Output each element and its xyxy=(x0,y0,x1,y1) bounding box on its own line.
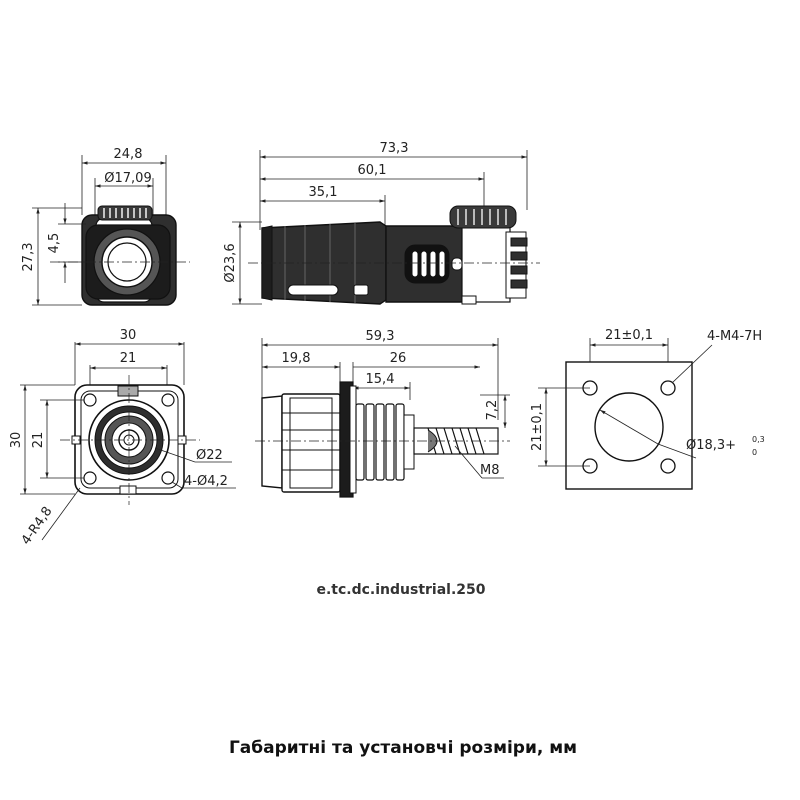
front-view-top: 24,8 Ø17,09 27,3 4,5 xyxy=(21,147,190,306)
dim-boss-diameter: Ø22 xyxy=(196,448,223,463)
dim-thread-m8: M8 xyxy=(480,463,500,478)
dim-tapped-holes: 4-M4-7H xyxy=(707,329,762,344)
dim-19-8: 19,8 xyxy=(282,351,311,366)
dim-hole-spacing-vert-21: 21 xyxy=(31,432,46,449)
dim-corner-radius: 4-R4,8 xyxy=(19,504,56,548)
dim-offset-4-5: 4,5 xyxy=(47,233,62,254)
panel-cutout-view: 21±0,1 4-M4-7H 21±0,1 Ø18,3+ 0,3 0 xyxy=(530,328,765,490)
dim-60-1: 60,1 xyxy=(358,163,387,178)
dim-15-4: 15,4 xyxy=(366,372,395,387)
dim-thread-height-7-2: 7,2 xyxy=(485,400,500,421)
side-view-bottom: 59,3 19,8 26 15,4 xyxy=(255,329,510,498)
dim-cutout-spacing-v: 21±0,1 xyxy=(530,403,545,451)
dim-bore-diameter: Ø17,09 xyxy=(104,171,151,186)
tol-upper: 0,3 xyxy=(752,435,765,444)
dim-35-1: 35,1 xyxy=(309,185,338,200)
figure-caption: Габаритні та установчі розміри, мм xyxy=(229,738,577,758)
dim-hole-spacing-21: 21 xyxy=(120,351,137,366)
model-code: e.tc.dc.industrial.250 xyxy=(316,582,485,598)
side-view-top: 73,3 60,1 35,1 xyxy=(223,141,540,305)
dim-span-26: 26 xyxy=(390,351,407,366)
tol-lower: 0 xyxy=(752,448,757,457)
dim-cutout-diameter: Ø18,3+ xyxy=(686,438,736,453)
dim-mount-holes: 4-Ø4,2 xyxy=(184,474,228,489)
dim-height-27-3: 27,3 xyxy=(21,243,36,272)
dim-overall-59-3: 59,3 xyxy=(366,329,395,344)
flange-front-view: 30 21 30 21 Ø22 4-Ø4,2 xyxy=(9,328,236,548)
dim-flange-width-30: 30 xyxy=(120,328,137,343)
dim-overall-73-3: 73,3 xyxy=(380,141,409,156)
dim-cutout-spacing-h: 21±0,1 xyxy=(605,328,653,343)
dim-width-24-8: 24,8 xyxy=(114,147,143,162)
dim-flange-height-30: 30 xyxy=(9,432,24,449)
dim-diameter-23-6: Ø23,6 xyxy=(223,243,238,282)
